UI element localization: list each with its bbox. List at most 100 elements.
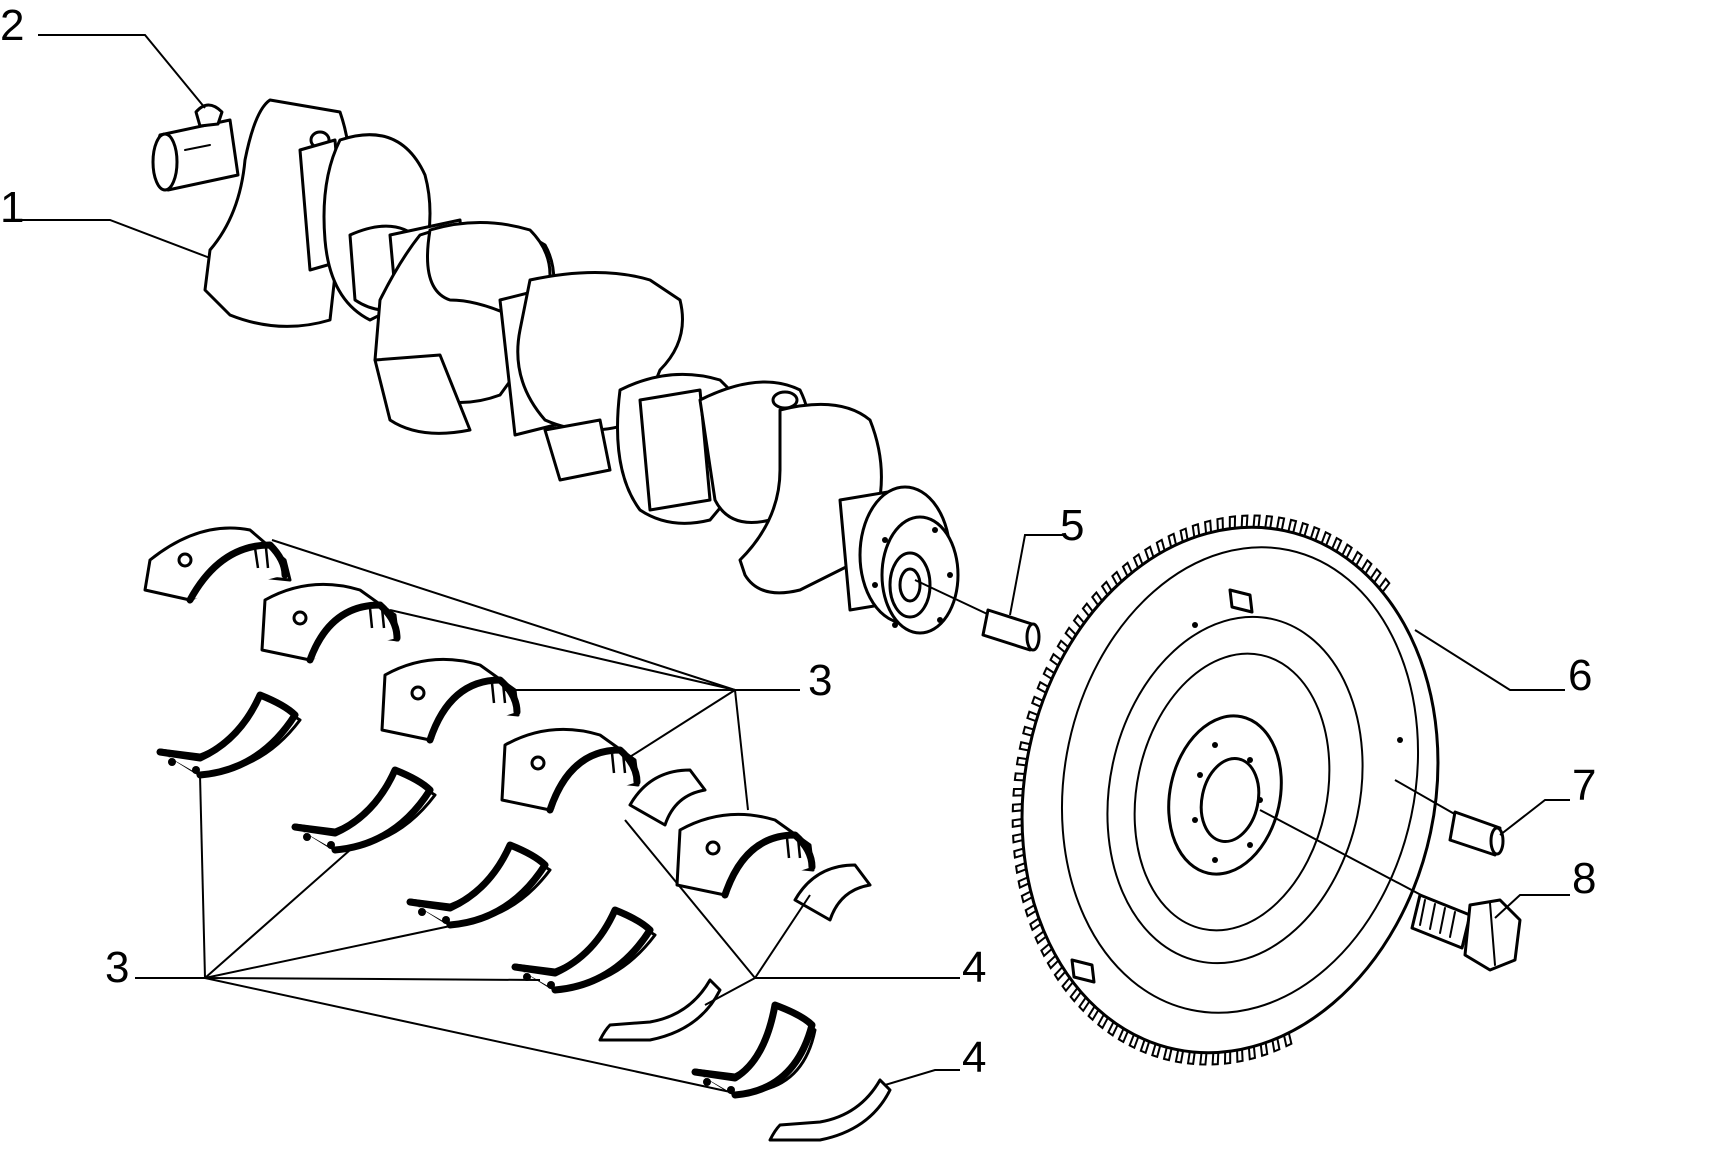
crankshaft bbox=[151, 98, 960, 635]
gear-tooth bbox=[1072, 613, 1086, 629]
gear-tooth bbox=[1111, 570, 1123, 586]
thrust-washer-upper-1 bbox=[628, 768, 707, 827]
gear-tooth bbox=[1096, 1013, 1109, 1030]
gear-tooth bbox=[1012, 832, 1024, 844]
gear-tooth bbox=[1191, 522, 1201, 538]
gear-tooth bbox=[1186, 1051, 1196, 1066]
gear-tooth bbox=[1211, 1052, 1220, 1066]
gear-tooth bbox=[1015, 756, 1028, 767]
gear-tooth bbox=[1199, 1052, 1208, 1066]
gear-tooth bbox=[1282, 1032, 1293, 1048]
flywheel-bolt bbox=[1259, 809, 1522, 972]
gear-tooth bbox=[1013, 847, 1025, 859]
gear-tooth bbox=[1309, 525, 1321, 541]
gear-tooth bbox=[1029, 917, 1042, 932]
gear-tooth bbox=[1216, 516, 1224, 531]
gear-tooth bbox=[1024, 904, 1037, 918]
gear-tooth bbox=[1013, 772, 1025, 782]
gear-tooth bbox=[1091, 590, 1103, 606]
gear-tooth bbox=[1069, 987, 1082, 1003]
gear-tooth bbox=[1117, 1028, 1129, 1044]
gear-tooth bbox=[1121, 561, 1133, 577]
gear-tooth bbox=[1132, 552, 1144, 569]
callout-6: 6 bbox=[1568, 651, 1592, 700]
gear-tooth bbox=[1018, 741, 1031, 752]
callout-3-lower: 3 bbox=[105, 943, 129, 992]
bearing-shell-lower-3 bbox=[406, 841, 552, 929]
gear-tooth bbox=[1144, 545, 1155, 561]
woodruff-key bbox=[194, 103, 224, 128]
callout-labels: 2 1 5 3 6 7 8 3 4 4 bbox=[0, 1, 1596, 1082]
gear-tooth bbox=[1179, 527, 1189, 543]
gear-tooth bbox=[1247, 1046, 1257, 1061]
gear-tooth bbox=[1298, 521, 1309, 537]
gear-tooth bbox=[1378, 577, 1391, 593]
gear-tooth bbox=[1049, 652, 1062, 667]
gear-tooth bbox=[1030, 695, 1044, 708]
bearing-shell-upper-5 bbox=[675, 812, 816, 899]
callout-4-upper: 4 bbox=[962, 943, 986, 992]
callout-3-upper: 3 bbox=[808, 656, 832, 705]
gear-tooth bbox=[1012, 788, 1024, 797]
gear-tooth bbox=[1228, 515, 1237, 529]
gear-tooth bbox=[1064, 626, 1077, 641]
gear-tooth bbox=[1271, 1037, 1281, 1053]
gear-tooth bbox=[1017, 876, 1030, 889]
ring-gear-teeth bbox=[1011, 514, 1391, 1066]
gear-tooth bbox=[1360, 558, 1373, 575]
gear-tooth bbox=[1040, 942, 1053, 958]
gear-tooth bbox=[1036, 680, 1049, 694]
gear-tooth bbox=[1056, 639, 1069, 654]
flywheel bbox=[1011, 514, 1440, 1066]
thrust-washer-lower-1 bbox=[598, 978, 722, 1042]
gear-tooth bbox=[1026, 710, 1039, 723]
callout-4-lower: 4 bbox=[962, 1033, 986, 1082]
gear-tooth bbox=[1042, 666, 1056, 680]
gear-tooth bbox=[1223, 1051, 1232, 1065]
gear-tooth bbox=[1331, 536, 1343, 552]
gear-tooth bbox=[1087, 1005, 1100, 1022]
gear-tooth bbox=[1203, 519, 1213, 534]
gear-tooth bbox=[1034, 930, 1047, 945]
leader-lines bbox=[20, 34, 1570, 1094]
bearing-shell-upper-4 bbox=[500, 727, 641, 814]
gear-tooth bbox=[1061, 977, 1074, 993]
gear-tooth bbox=[1236, 1049, 1244, 1064]
bearing-shell-lower-4 bbox=[511, 906, 657, 994]
callout-7: 7 bbox=[1572, 761, 1596, 810]
gear-tooth bbox=[1259, 1042, 1269, 1058]
gear-tooth bbox=[1351, 550, 1364, 567]
gear-tooth bbox=[1287, 518, 1298, 533]
gear-tooth bbox=[1078, 996, 1091, 1013]
main-bearing-shells bbox=[143, 526, 817, 1099]
callout-2: 2 bbox=[0, 1, 24, 50]
gear-tooth bbox=[1275, 516, 1286, 531]
gear-tooth bbox=[1174, 1049, 1185, 1064]
gear-tooth bbox=[1264, 514, 1274, 529]
bearing-shell-lower-5 bbox=[691, 1001, 817, 1099]
bearing-shell-upper-3 bbox=[380, 657, 521, 744]
gear-tooth bbox=[1139, 1039, 1151, 1055]
gear-tooth bbox=[1167, 532, 1178, 548]
gear-tooth bbox=[1107, 1021, 1119, 1037]
gear-tooth bbox=[1252, 514, 1261, 528]
pilot-bushing bbox=[914, 579, 1041, 652]
bearing-shell-upper-1 bbox=[143, 526, 292, 604]
gear-tooth bbox=[1162, 1047, 1173, 1062]
gear-tooth bbox=[1155, 538, 1166, 554]
gear-tooth bbox=[1151, 1043, 1162, 1059]
gear-tooth bbox=[1128, 1034, 1140, 1050]
callout-5: 5 bbox=[1060, 501, 1084, 550]
gear-tooth bbox=[1100, 580, 1113, 596]
callout-8: 8 bbox=[1572, 854, 1596, 903]
bearing-shell-lower-1 bbox=[156, 691, 302, 779]
gear-tooth bbox=[1369, 567, 1382, 584]
gear-tooth bbox=[1011, 818, 1023, 829]
gear-tooth bbox=[1081, 602, 1094, 617]
thrust-washer-lower-2 bbox=[768, 1078, 892, 1142]
dowel-pin bbox=[1394, 779, 1505, 857]
gear-tooth bbox=[1020, 890, 1033, 904]
callout-1: 1 bbox=[0, 183, 24, 232]
gear-tooth bbox=[1011, 803, 1023, 813]
